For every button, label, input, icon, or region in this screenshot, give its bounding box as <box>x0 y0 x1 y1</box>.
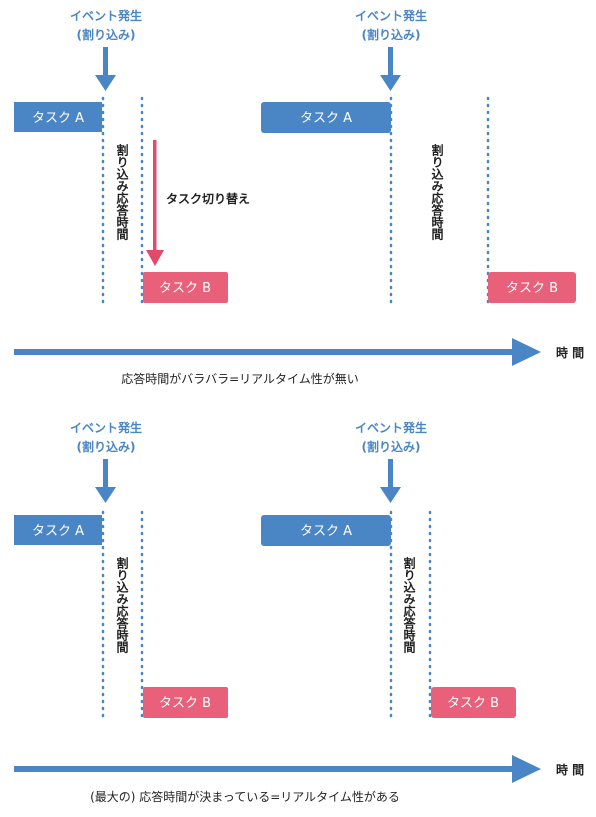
task-b-bar <box>143 272 228 303</box>
top-diagram: イベント発生 (割り込み) タスク A 割り込み応答時間 タスク切り替え タスク… <box>14 8 584 386</box>
task-b-label: タスク B <box>159 696 211 711</box>
response-time-label: 割り込み応答時間 <box>115 143 129 241</box>
task-b-bar <box>143 687 228 718</box>
event-label: イベント発生 <box>70 420 142 435</box>
task-a-label: タスク A <box>300 111 352 126</box>
task-a-bar <box>14 515 102 545</box>
task-a-label: タスク A <box>300 524 352 539</box>
event-down-arrow-icon <box>380 47 401 91</box>
task-a-bar <box>14 102 102 132</box>
response-time-label: 割り込み応答時間 <box>430 143 444 241</box>
top-right-scenario: イベント発生 (割り込み) タスク A 割り込み応答時間 タスク B <box>261 8 576 310</box>
response-time-label: 割り込み応答時間 <box>402 556 416 654</box>
event-label: イベント発生 <box>70 8 142 23</box>
top-caption: 応答時間がバラバラ=リアルタイム性が無い <box>121 371 359 386</box>
event-down-arrow-icon <box>380 459 401 503</box>
event-down-arrow-icon <box>95 459 116 503</box>
time-axis-label: 時 間 <box>556 762 584 777</box>
event-sublabel: (割り込み) <box>77 27 136 42</box>
task-b-bar <box>488 272 576 303</box>
event-sublabel: (割り込み) <box>362 27 421 42</box>
bottom-caption: (最大の) 応答時間が決まっている=リアルタイム性がある <box>90 789 400 804</box>
task-a-bar <box>261 515 391 546</box>
bottom-diagram: イベント発生 (割り込み) タスク A 割り込み応答時間 タスク B イベント発… <box>14 420 584 804</box>
task-a-label: タスク A <box>32 111 84 126</box>
event-down-arrow-icon <box>95 47 116 91</box>
event-sublabel: (割り込み) <box>362 439 421 454</box>
response-time-label: 割り込み応答時間 <box>115 556 129 654</box>
event-sublabel: (割り込み) <box>77 439 136 454</box>
bottom-right-scenario: イベント発生 (割り込み) タスク A 割り込み応答時間 タスク B <box>261 420 516 724</box>
time-axis-label: 時 間 <box>556 345 584 360</box>
task-b-bar <box>431 687 516 718</box>
time-axis-arrow <box>14 755 541 783</box>
time-axis-arrow <box>14 338 541 366</box>
task-switch-label: タスク切り替え <box>166 191 250 206</box>
task-a-label: タスク A <box>32 524 84 539</box>
task-switch-arrow-icon <box>146 140 164 266</box>
top-left-scenario: イベント発生 (割り込み) タスク A 割り込み応答時間 タスク切り替え タスク… <box>14 8 250 310</box>
event-label: イベント発生 <box>355 8 427 23</box>
event-label: イベント発生 <box>355 420 427 435</box>
task-b-label: タスク B <box>506 281 558 296</box>
bottom-left-scenario: イベント発生 (割り込み) タスク A 割り込み応答時間 タスク B <box>14 420 228 724</box>
task-b-label: タスク B <box>447 696 499 711</box>
task-b-label: タスク B <box>159 281 211 296</box>
task-a-bar <box>261 102 391 133</box>
